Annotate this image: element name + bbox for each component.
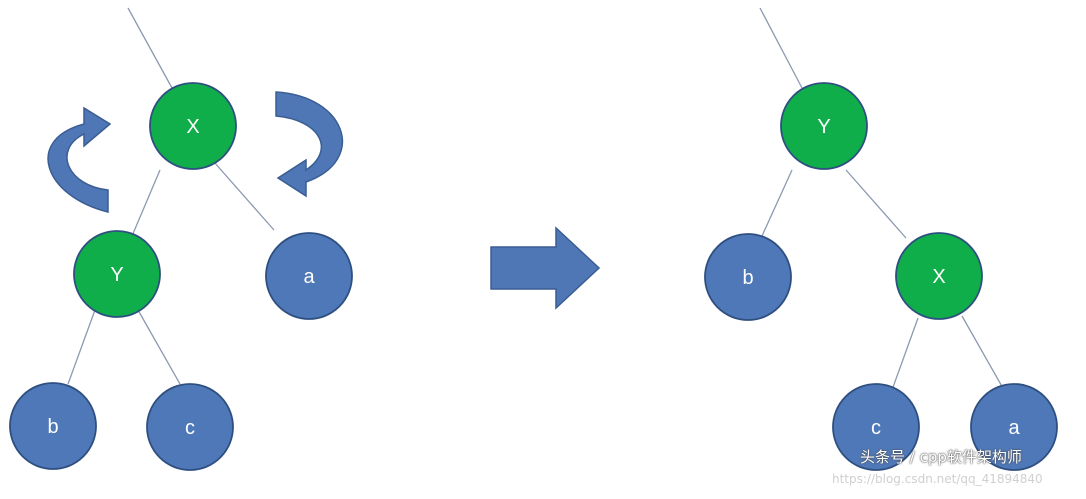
- before-node-c-label: c: [185, 417, 195, 439]
- edge-y-x: [845, 169, 907, 239]
- rotate-left-arrow-icon: [47, 106, 112, 213]
- rotate-right-arrow-icon: [275, 91, 344, 198]
- watermark-url: https://blog.csdn.net/qq_41894840: [832, 472, 1043, 486]
- before-node-a: a: [265, 232, 353, 320]
- edge-parent-x: [127, 7, 173, 89]
- after-node-a: a: [970, 383, 1058, 471]
- after-node-a-label: a: [1008, 417, 1020, 439]
- before-node-b-label: b: [47, 416, 58, 438]
- edge-x-a: [213, 161, 275, 231]
- before-node-c: c: [146, 383, 234, 471]
- after-node-x-label: X: [932, 266, 945, 288]
- after-node-b-label: b: [742, 267, 753, 289]
- edge-x-c: [891, 317, 919, 391]
- before-node-x: X: [149, 82, 237, 170]
- watermark-author: 头条号 / cpp软件架构师: [860, 448, 1022, 466]
- after-node-c-label: c: [871, 417, 881, 439]
- after-node-x: X: [895, 232, 983, 320]
- after-node-y-label: Y: [817, 116, 830, 138]
- before-node-a-label: a: [303, 266, 315, 288]
- after-node-c: c: [832, 383, 920, 471]
- before-node-y-label: Y: [110, 264, 123, 286]
- edge-x-y: [131, 169, 161, 237]
- after-node-y: Y: [780, 82, 868, 170]
- before-node-b: b: [9, 382, 97, 470]
- edge-y-b: [67, 309, 96, 385]
- before-node-x-label: X: [186, 116, 199, 138]
- before-edges: [67, 7, 275, 385]
- transform-arrow-icon: [490, 226, 601, 310]
- edge-y-c: [137, 309, 181, 385]
- edge-y-b: [761, 169, 793, 237]
- before-node-y: Y: [73, 230, 161, 318]
- after-edges: [759, 7, 1005, 391]
- after-node-b: b: [704, 233, 792, 321]
- edge-x-a: [961, 315, 1005, 391]
- edge-parent-y: [759, 7, 803, 89]
